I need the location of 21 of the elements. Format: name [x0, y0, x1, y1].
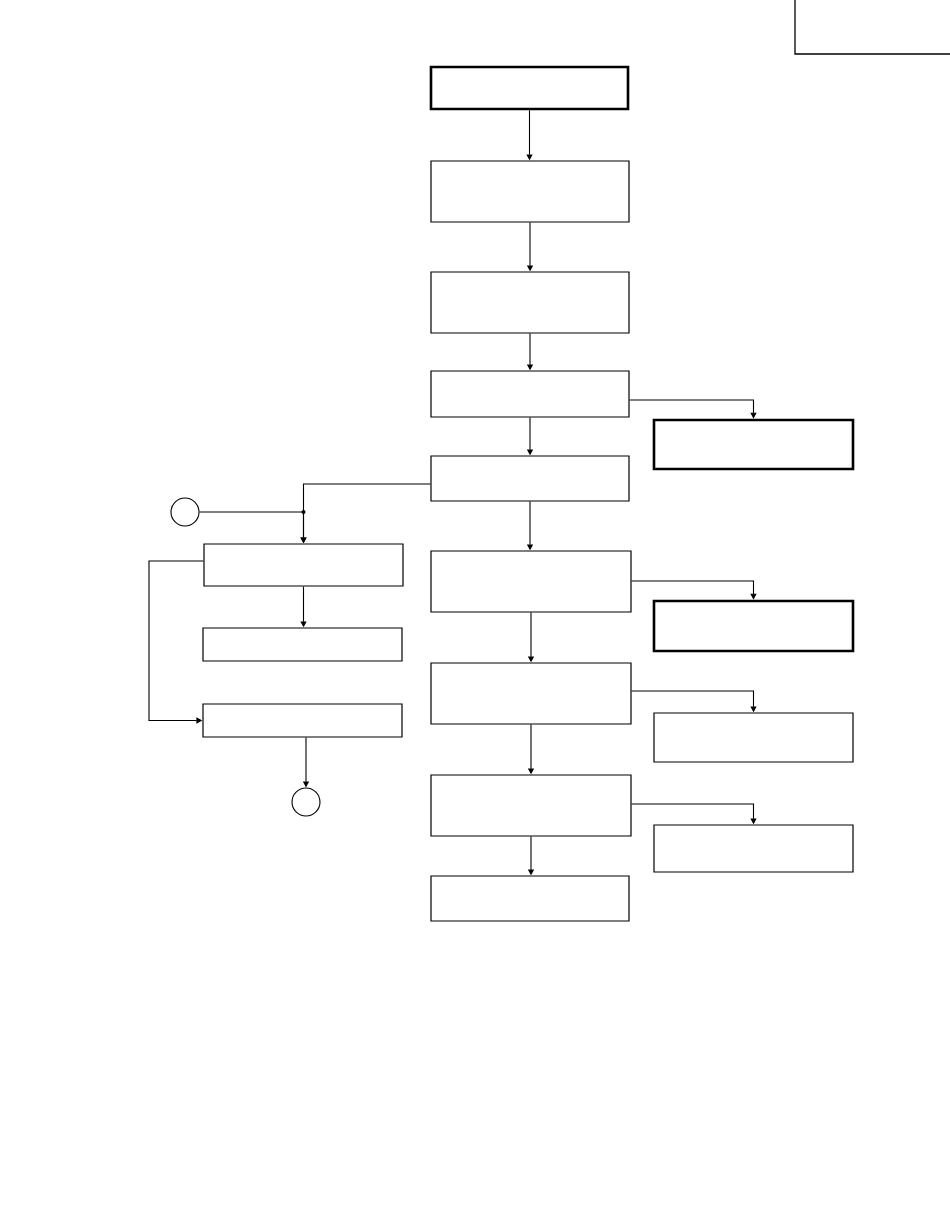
- process-box: [202, 703, 403, 738]
- process-box: [430, 875, 630, 922]
- process-box: [430, 370, 630, 418]
- arrow: [631, 580, 757, 600]
- process-box: [430, 455, 630, 502]
- arrow: [148, 560, 204, 724]
- process-box: [430, 662, 632, 725]
- process-box: [430, 550, 632, 613]
- process-box: [430, 271, 630, 334]
- process-box: [430, 774, 632, 837]
- arrow: [629, 399, 757, 419]
- connector-circle: [291, 787, 321, 817]
- process-box: [203, 543, 404, 587]
- process-box: [202, 627, 403, 662]
- process-box: [430, 160, 630, 223]
- process-box: [653, 824, 854, 873]
- process-box: [652, 418, 855, 471]
- connector-circle: [170, 497, 200, 527]
- process-box: [652, 599, 855, 653]
- process-box: [653, 712, 854, 763]
- process-box: [429, 65, 630, 111]
